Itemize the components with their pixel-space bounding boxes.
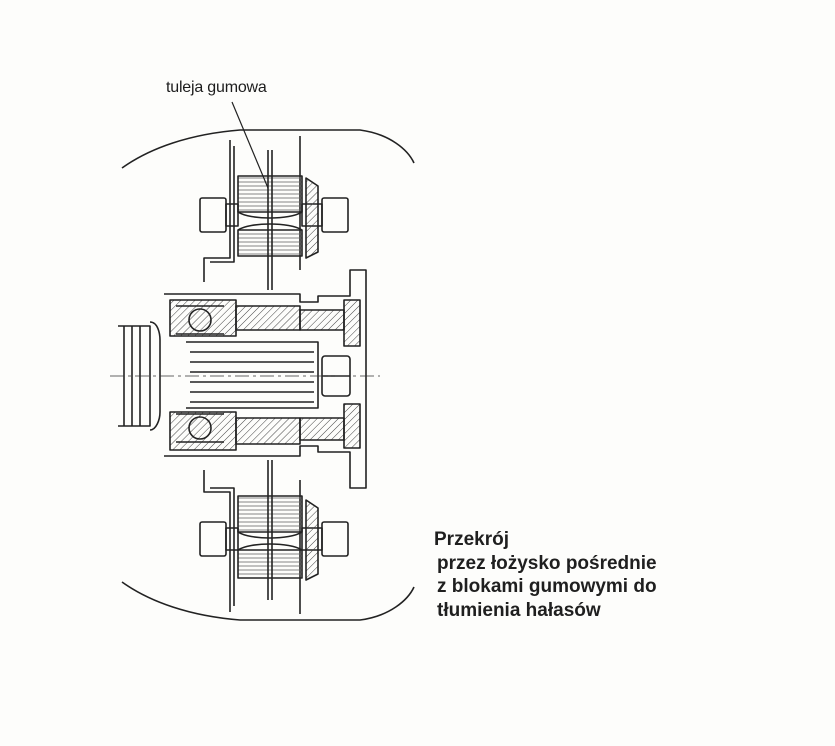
caption-line-1: Przekrój — [434, 529, 509, 550]
housing-shell-lower — [121, 581, 415, 621]
figure-caption: Przekrój przez łożysko pośrednie z bloka… — [434, 528, 657, 622]
housing-shell-upper — [121, 129, 415, 169]
caption-line-3: z blokami gumowymi do — [437, 576, 657, 597]
callout-leader-line — [231, 101, 269, 189]
caption-line-4: tłumienia hałasów — [437, 599, 601, 621]
callout-label-rubber-bushing: tuleja gumowa — [166, 79, 267, 96]
caption-line-2: przez łożysko pośrednie — [437, 552, 657, 574]
